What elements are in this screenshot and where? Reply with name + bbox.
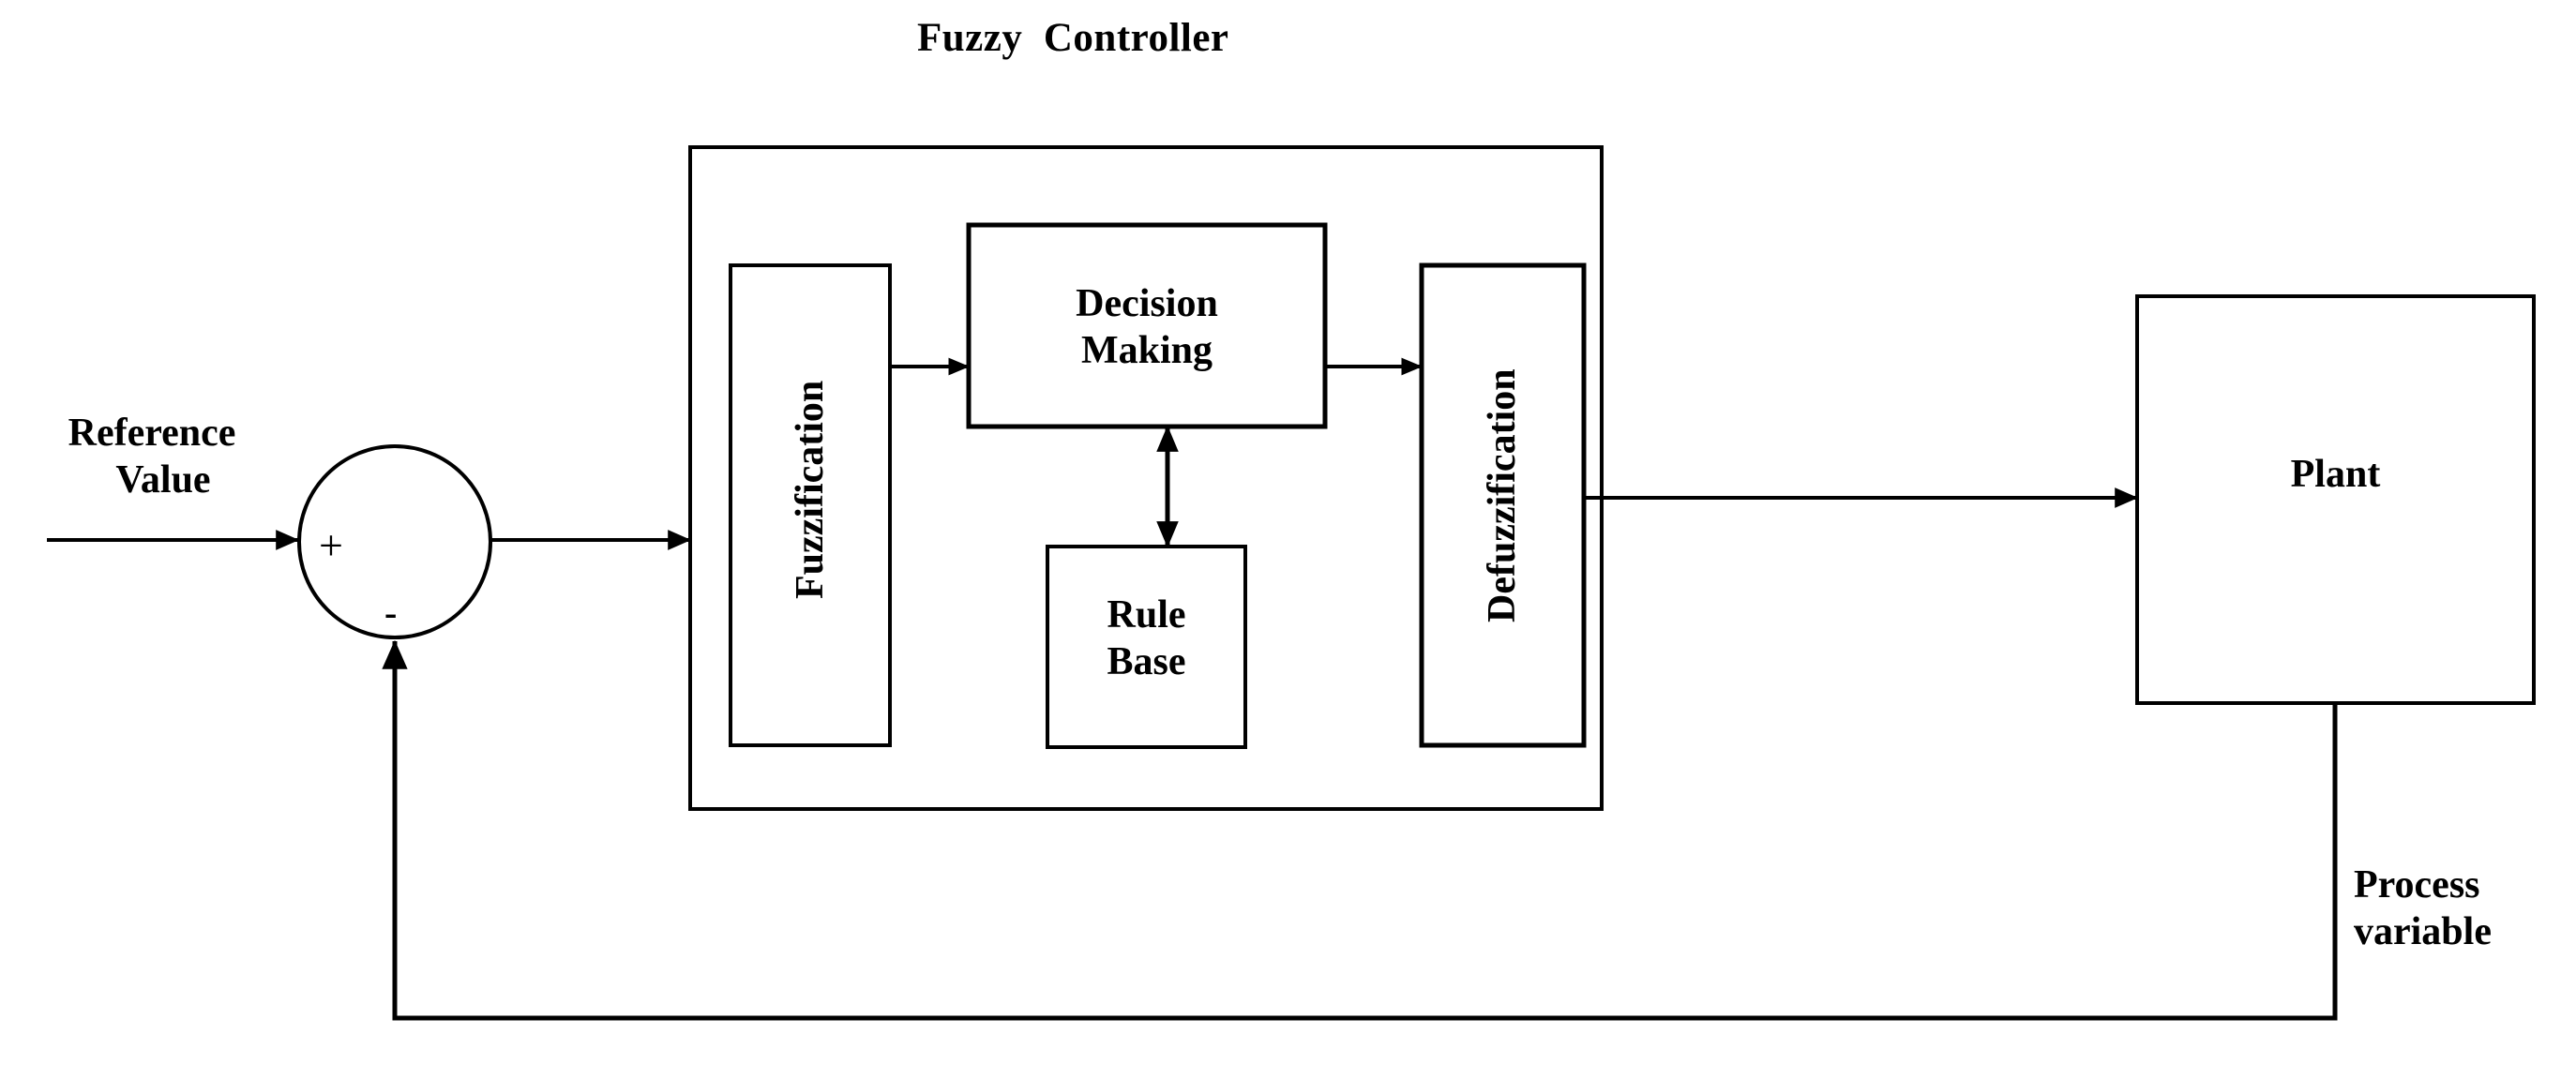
summing-junction-plus-sign: + [319,521,343,569]
plant-label: Plant [2290,453,2381,496]
fuzzification-block [729,263,892,747]
defuzzification-label: Defuzzification [1481,368,1524,622]
rule-base-line2: Base [1107,639,1186,683]
process-variable-label: Process variable [2354,862,2576,955]
diagram-title: Fuzzy Controller [917,16,1229,60]
fuzzy-controller-boundary [688,145,1604,811]
plant-block [2135,294,2536,705]
rule-base-label: Rule Base [1047,592,1245,685]
decision-making-line2: Making [1080,328,1213,372]
decision-making-block [966,222,1328,429]
reference-value-line1: Reference [68,412,236,455]
feedback-path [382,639,2338,1021]
reference-value-line2: Value [115,457,211,502]
rule-base-block [1046,545,1247,749]
decision-making-line1: Decision [1076,282,1218,325]
decision-making-label: Decision Making [969,281,1325,374]
rule-base-line1: Rule [1107,593,1186,637]
process-variable-line2: variable [2354,909,2492,953]
fuzzification-label: Fuzzification [789,380,832,599]
process-variable-line1: Process [2354,863,2480,907]
summing-junction-minus-sign: - [384,592,398,634]
summing-junction [297,444,492,639]
reference-value-label: Reference Value [21,411,283,503]
defuzzification-block [1419,262,1587,748]
